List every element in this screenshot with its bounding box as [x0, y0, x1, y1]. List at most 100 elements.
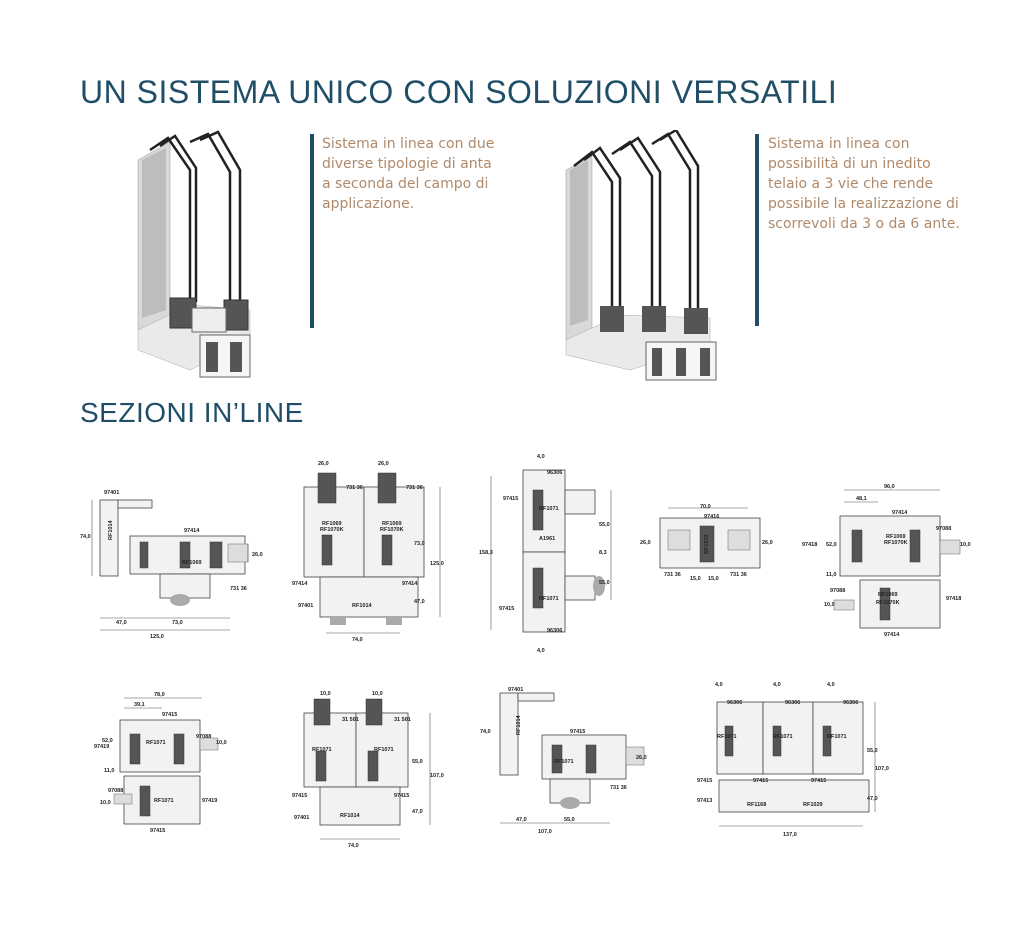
section-dimension: 125,0	[430, 561, 444, 567]
section-dimension: 10,0	[320, 691, 331, 697]
section-dimension: 11,0	[826, 572, 836, 578]
section-dimension: 137,0	[783, 832, 797, 838]
section-label: 97401	[298, 603, 313, 609]
section-label: RF1014	[340, 813, 361, 819]
section-label: 731 36	[610, 785, 627, 791]
section-label: RF1071	[539, 506, 559, 512]
section-label: 97415	[503, 496, 518, 502]
window-profile-illustration-right	[560, 128, 730, 385]
right-description-line: scorrevoli da 3 o da 6 ante.	[768, 216, 960, 232]
section-dimension: 70,0	[700, 504, 711, 510]
section-dimension: 52,0	[826, 542, 837, 548]
window-profile-illustration-left	[130, 130, 280, 390]
section-dimension: 55,0	[599, 580, 610, 586]
section-label: 97401	[508, 687, 523, 693]
section-label: 97415	[162, 712, 177, 718]
section-dimension: 107,0	[875, 766, 889, 772]
section-dimension: 158,3	[479, 550, 493, 556]
section-label: RF1071	[827, 734, 847, 740]
section-drawing-4: 70,0 97416 RF1072 26,0 26,0 731 36 15,0 …	[638, 500, 778, 585]
section-dimension: 15,0	[708, 576, 719, 582]
section-label: 731 36	[730, 572, 747, 578]
section-dimension: 55,0	[564, 817, 575, 823]
section-dimension: 4,0	[827, 682, 835, 688]
section-dimension: 10,0	[372, 691, 383, 697]
section-drawing-5: 96,0 48,1 97414 97088 97418 52,0 RF1069 …	[800, 480, 980, 640]
section-dimension: 55,0	[867, 748, 878, 754]
section-label: 31 501	[342, 717, 359, 723]
section-label: 97088	[108, 788, 123, 794]
right-description-line: telaio a 3 vie che rende	[768, 176, 934, 192]
main-heading: UN SISTEMA UNICO CON SOLUZIONI VERSATILI	[80, 74, 838, 110]
section-label: RF1069	[878, 592, 898, 598]
section-label: 97414	[292, 581, 308, 587]
section-drawing-7: 10,0 10,0 31 501 31 501 RF1071 RF1071 55…	[290, 685, 450, 850]
section-label: RF1029	[803, 802, 823, 808]
section-dimension: 26,0	[252, 552, 263, 558]
section-label: 97415	[753, 778, 768, 784]
section-label: RF1014	[108, 519, 114, 540]
section-label: 96306	[727, 700, 742, 706]
section-label: 97401	[104, 490, 119, 496]
section-label: 97415	[570, 729, 585, 735]
section-label: 97414	[884, 632, 900, 638]
section-label: RF1072	[704, 534, 710, 554]
section-label: RF1069	[322, 521, 342, 527]
section-label: 31 501	[394, 717, 411, 723]
section-label: RF1071	[154, 798, 174, 804]
section-dimension: 47,0	[414, 599, 425, 605]
section-label: 731 36	[406, 485, 423, 491]
section-label: RF1070K	[876, 600, 900, 606]
section-label: 97088	[196, 734, 211, 740]
section-dimension: 26,0	[318, 461, 329, 467]
section-label: 97418	[946, 596, 961, 602]
right-description: Sistema in linea con possibilità di un i…	[768, 134, 1008, 234]
section-label: A1961	[539, 536, 555, 542]
section-dimension: 10,0	[824, 602, 835, 608]
section-dimension: 4,0	[715, 682, 723, 688]
section-dimension: 55,0	[412, 759, 423, 765]
section-label: RF1071	[146, 740, 166, 746]
section-label: RF1070K	[320, 527, 344, 533]
section-label: RF1014	[352, 603, 373, 609]
section-label: 97414	[184, 528, 200, 534]
section-label: 731 36	[346, 485, 363, 491]
section-label: 97413	[697, 798, 712, 804]
section-dimension: 4,0	[537, 648, 545, 654]
section-dimension: 78,0	[154, 692, 165, 698]
section-dimension: 15,0	[690, 576, 701, 582]
section-dimension: 47,0	[116, 620, 127, 626]
section-label: 97088	[830, 588, 845, 594]
section-label: 97414	[402, 581, 418, 587]
left-description: Sistema in linea con due diverse tipolog…	[322, 134, 522, 214]
section-dimension: 47,0	[867, 796, 878, 802]
section-label: 97088	[936, 526, 951, 532]
section-label: 97415	[394, 793, 409, 799]
section-dimension: 10,0	[960, 542, 971, 548]
section-label: 97414	[892, 510, 908, 516]
section-drawing-9: 4,0 4,0 4,0 96306 96306 96306 RF1071 RF1…	[695, 680, 895, 840]
accent-bar-left	[310, 134, 314, 328]
right-description-line: possibile la realizzazione di	[768, 196, 959, 212]
section-label: 97415	[499, 606, 514, 612]
left-description-line: diverse tipologie di anta	[322, 156, 492, 172]
section-label: RF1069	[886, 534, 906, 540]
section-label: 96306	[547, 470, 562, 476]
section-label: 96306	[785, 700, 800, 706]
section-label: RF1070K	[380, 527, 404, 533]
section-label: RF1069	[182, 560, 202, 566]
section-dimension: 10,0	[216, 740, 227, 746]
section-dimension: 11,0	[104, 768, 114, 774]
section-dimension: 74,0	[80, 534, 91, 540]
section-dimension: 73,0	[172, 620, 183, 626]
section-dimension: 26,0	[378, 461, 389, 467]
section-dimension: 4,0	[773, 682, 781, 688]
section-dimension: 107,0	[538, 829, 552, 835]
section-dimension: 96,0	[884, 484, 895, 490]
section-label: RF1071	[539, 596, 559, 602]
section-label: 97415	[150, 828, 165, 834]
section-dimension: 47,0	[412, 809, 423, 815]
section-dimension: 47,0	[516, 817, 527, 823]
section-dimension: 26,0	[636, 755, 647, 761]
left-description-line: a seconda del campo di	[322, 176, 489, 192]
